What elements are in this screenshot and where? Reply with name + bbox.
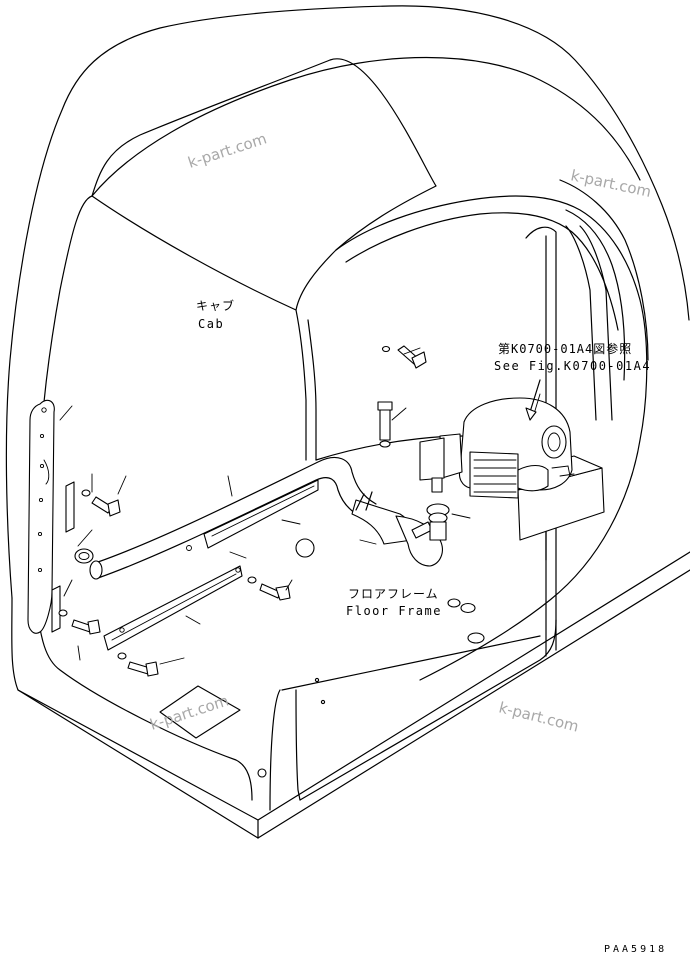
drawing-code: PAA5918 bbox=[604, 944, 668, 955]
bolt-6 bbox=[247, 576, 291, 601]
reference-label-en: See Fig.K0700-01A4 bbox=[494, 359, 652, 373]
clamp-1 bbox=[74, 548, 94, 564]
duct-hose bbox=[89, 457, 450, 580]
watermark-4: k-part.com bbox=[497, 698, 581, 735]
leader-lines bbox=[63, 347, 541, 665]
cab-label-en: Cab bbox=[198, 317, 225, 331]
bolt-3 bbox=[81, 489, 121, 517]
cab-label-jp: キャブ bbox=[196, 299, 236, 313]
watermark-2: k-part.com bbox=[569, 166, 653, 201]
roof-window bbox=[91, 58, 437, 311]
rails bbox=[103, 479, 319, 651]
reference-label-jp: 第K0700-01A4図参照 bbox=[498, 342, 633, 356]
watermark-logo-group: k-part.com k-part.com k-part.com k-part.… bbox=[148, 129, 653, 735]
fasteners bbox=[58, 345, 427, 677]
floor-frame-label-en: Floor Frame bbox=[346, 604, 442, 618]
rear-pillar bbox=[35, 309, 317, 811]
heater-unit bbox=[419, 397, 605, 541]
bolt-5 bbox=[117, 652, 159, 677]
bolt-4 bbox=[58, 609, 101, 635]
bolt-2 bbox=[377, 401, 393, 448]
bolt-1 bbox=[381, 345, 427, 369]
cab-shell bbox=[5, 5, 690, 839]
floor-frame-label-jp: フロアフレーム bbox=[348, 587, 439, 601]
watermark-1: k-part.com bbox=[186, 129, 269, 171]
left-bracket bbox=[27, 399, 75, 634]
floor-pad bbox=[159, 685, 241, 739]
